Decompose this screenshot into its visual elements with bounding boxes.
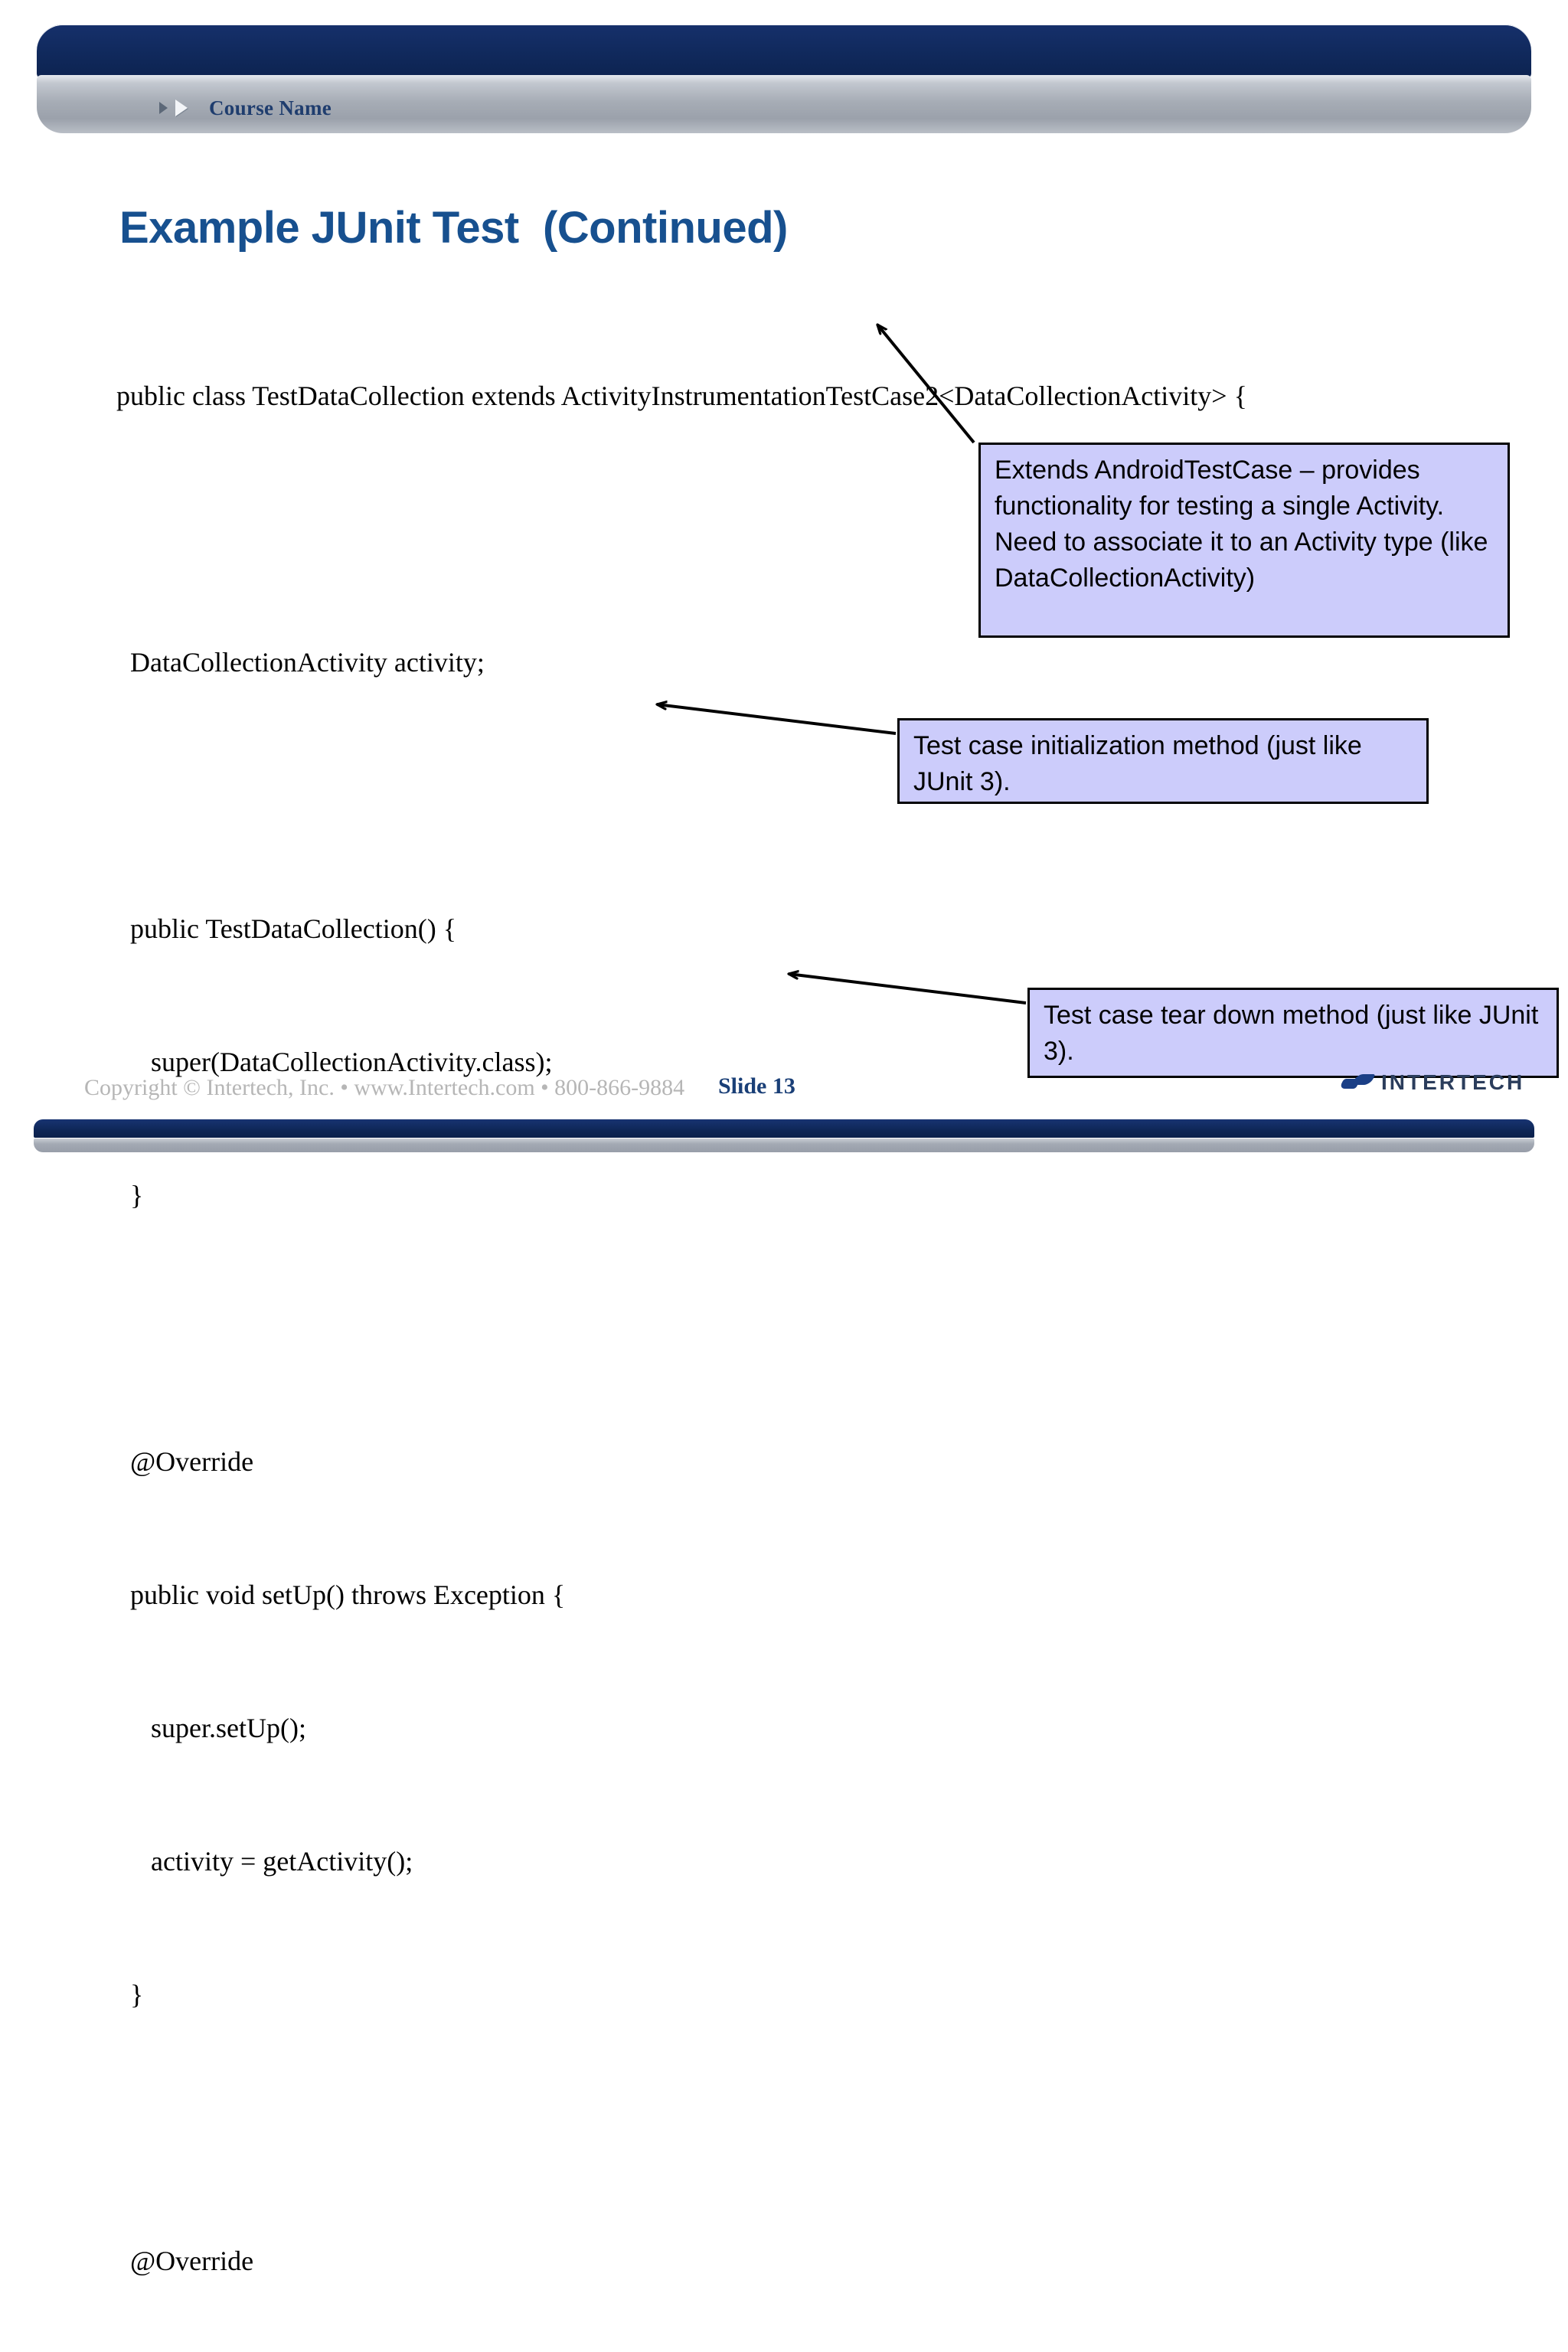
code-line: public void setUp() throws Exception {	[116, 1579, 566, 1610]
code-line: @Override	[116, 1446, 254, 1477]
callout-text: Test case initialization method (just li…	[913, 731, 1362, 796]
callout-teardown-method: Test case tear down method (just like JU…	[1027, 988, 1559, 1078]
logo-text: INTERTECH	[1381, 1070, 1525, 1094]
callout-extends-androidtestcase: Extends AndroidTestCase – provides funct…	[978, 443, 1510, 638]
top-banner-navy-stripe	[37, 24, 1531, 78]
intertech-swoosh-icon	[1338, 1073, 1376, 1093]
code-line: super(DataCollectionActivity.class);	[116, 1047, 553, 1077]
callout-text: Extends AndroidTestCase – provides funct…	[995, 456, 1488, 593]
code-line: super.setUp();	[116, 1713, 306, 1743]
code-line: @Override	[116, 2246, 254, 2276]
slide-number: Slide 13	[718, 1073, 795, 1099]
code-line: }	[116, 1979, 144, 2010]
code-line	[116, 2105, 1494, 2150]
top-banner-gray-stripe	[37, 75, 1531, 133]
page-title: Example JUnit Test (Continued)	[119, 203, 788, 253]
bottom-bar-gray-stripe	[34, 1138, 1534, 1152]
code-line	[116, 1306, 1494, 1351]
code-line: }	[116, 1180, 144, 1210]
code-line: activity = getActivity();	[116, 1846, 413, 1877]
callout-text: Test case tear down method (just like JU…	[1044, 1001, 1539, 1066]
bottom-bar-navy-stripe	[34, 1119, 1534, 1138]
top-banner: Course Name	[37, 24, 1531, 133]
code-line: DataCollectionActivity activity;	[116, 647, 485, 678]
intertech-logo: INTERTECH	[1338, 1070, 1525, 1095]
triangle-right-icon-small	[159, 102, 168, 114]
code-line: public TestDataCollection() {	[116, 913, 456, 944]
code-line: public class TestDataCollection extends …	[116, 381, 1247, 411]
course-name-label: Course Name	[209, 96, 332, 119]
triangle-right-icon-large	[175, 100, 188, 116]
bottom-bar	[34, 1119, 1534, 1152]
breadcrumb: Course Name	[159, 84, 332, 132]
footer-copyright: Copyright © Intertech, Inc. • www.Intert…	[84, 1075, 685, 1100]
callout-setup-method: Test case initialization method (just li…	[897, 718, 1429, 804]
